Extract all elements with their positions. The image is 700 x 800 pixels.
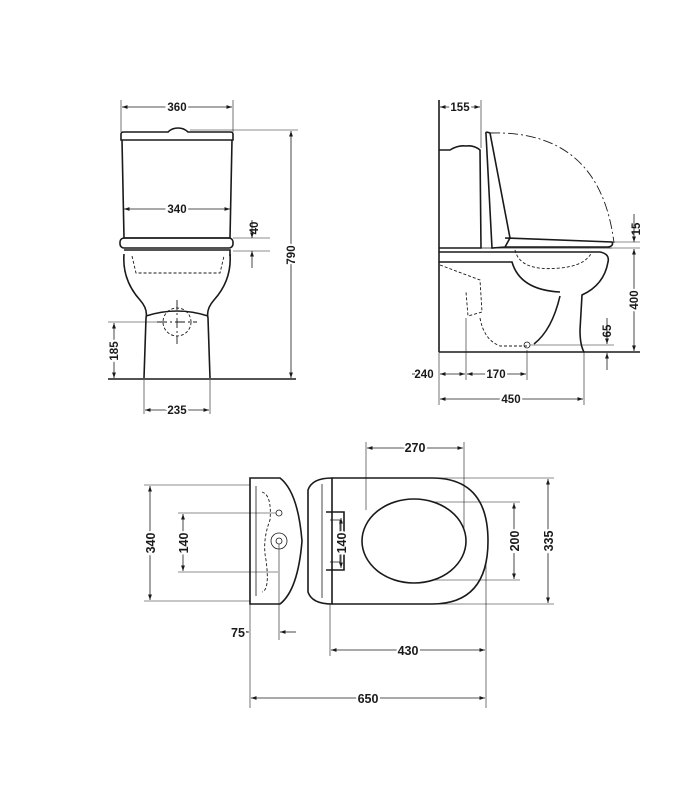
trap-hidden <box>439 264 483 317</box>
dim-450: 450 <box>501 394 520 406</box>
seat-lid <box>119 237 234 249</box>
dim-335: 335 <box>542 531 556 552</box>
side-view: 155 15 400 65 240 170 450 <box>412 100 643 408</box>
seat-opening <box>361 498 467 584</box>
tank-lid <box>120 127 234 141</box>
dim-790: 790 <box>286 245 298 264</box>
dim-240: 240 <box>414 369 433 381</box>
dim-340-top: 340 <box>144 533 158 554</box>
front-view: 360 340 40 790 185 235 <box>107 100 300 419</box>
dim-650: 650 <box>358 692 379 706</box>
bowl-hidden <box>514 249 593 270</box>
tank-side <box>439 145 482 249</box>
dim-40: 40 <box>249 222 261 235</box>
dim-155: 155 <box>450 102 470 114</box>
dim-75: 75 <box>231 626 245 640</box>
dim-235: 235 <box>167 405 187 417</box>
pan-hidden-line <box>131 255 225 274</box>
seat-side <box>504 237 614 248</box>
dim-340-front: 340 <box>167 204 186 216</box>
dim-185: 185 <box>109 341 121 361</box>
hinge-bracket <box>326 511 345 571</box>
hinge-block <box>307 477 333 605</box>
dim-170: 170 <box>486 369 505 381</box>
tank-hidden <box>261 491 271 593</box>
seat-outer <box>332 477 489 605</box>
dim-140-tank: 140 <box>177 533 191 554</box>
lid-swing-arc <box>489 132 615 244</box>
dim-200: 200 <box>508 531 522 552</box>
lid-raised <box>485 131 511 249</box>
top-view: 270 340 140 140 200 335 75 430 <box>142 439 558 708</box>
seat-rim <box>124 249 231 256</box>
tank-top <box>249 477 303 605</box>
dim-430: 430 <box>398 644 419 658</box>
outlet-center <box>523 341 531 349</box>
fixing-hole-1 <box>275 509 283 517</box>
dim-140-pan: 140 <box>335 533 349 554</box>
dim-400: 400 <box>629 290 641 309</box>
dim-15: 15 <box>631 222 643 235</box>
bowl-left <box>123 253 148 379</box>
bowl-profile <box>439 251 610 353</box>
dim-270: 270 <box>405 441 426 455</box>
dim-360: 360 <box>167 102 186 114</box>
dim-65: 65 <box>602 324 614 337</box>
bowl-right <box>206 253 231 379</box>
tank-body <box>121 139 233 239</box>
